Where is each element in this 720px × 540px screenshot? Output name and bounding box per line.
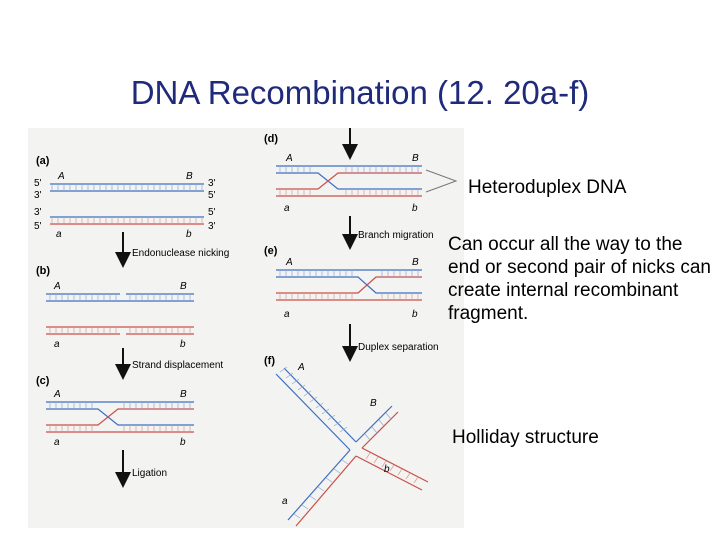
allele-a-e: a	[284, 309, 290, 320]
allele-b-f: b	[384, 464, 390, 475]
holliday-note: Holliday structure	[452, 427, 599, 448]
allele-b-b: b	[180, 339, 186, 350]
panel-a-label: (a)	[36, 155, 50, 167]
allele-A-f: A	[297, 362, 305, 373]
allele-a-f: a	[282, 496, 288, 507]
panel-d-label: (d)	[264, 133, 278, 145]
panel-d-duplexes	[276, 165, 422, 197]
panel-c-basepairs	[49, 402, 191, 409]
branch-migration-note: Can occur all the way to the end or seco…	[448, 234, 711, 324]
allele-a-d: a	[284, 203, 290, 214]
allele-B-c: B	[180, 389, 187, 400]
allele-b-d: b	[412, 203, 418, 214]
step-branch-migration: Branch migration	[358, 230, 434, 241]
allele-b-c: b	[180, 437, 186, 448]
strand-end-upper-mid-right: 5'	[208, 190, 216, 201]
allele-b-a: b	[186, 229, 192, 240]
allele-a-b: a	[54, 339, 60, 350]
allele-B-f: B	[370, 398, 377, 409]
allele-A-a: A	[57, 171, 65, 182]
panel-a-duplexes	[50, 183, 204, 225]
allele-a-c: a	[54, 437, 60, 448]
panel-d-basepairs	[279, 166, 419, 173]
panel-e-duplexes	[276, 269, 422, 301]
holliday-cross	[275, 367, 429, 527]
allele-A-b: A	[53, 281, 61, 292]
strand-end-bottom-left: 5'	[34, 221, 42, 232]
recombination-diagram: (a) 5' 3' 3' 5' 3' 5' 5' 3' A B a b Endo…	[34, 128, 458, 527]
step-strand-displacement: Strand displacement	[132, 360, 223, 371]
allele-A-e: A	[285, 257, 293, 268]
allele-b-e: b	[412, 309, 418, 320]
allele-B-d: B	[412, 153, 419, 164]
panel-b-basepairs	[49, 294, 191, 301]
step-ligation: Ligation	[132, 468, 167, 479]
panel-e-label: (e)	[264, 245, 278, 257]
panel-a-basepairs-red	[51, 217, 203, 224]
panel-c-label: (c)	[36, 375, 50, 387]
panel-a-basepairs	[51, 184, 203, 191]
heteroduplex-note: Heteroduplex DNA	[468, 177, 627, 198]
recombination-figure: (a) 5' 3' 3' 5' 3' 5' 5' 3' A B a b Endo…	[28, 128, 464, 528]
allele-B-b: B	[180, 281, 187, 292]
allele-B-e: B	[412, 257, 419, 268]
panel-f-label: (f)	[264, 355, 275, 367]
allele-B-a: B	[186, 171, 193, 182]
strand-end-top-right: 3'	[208, 178, 216, 189]
strand-end-upper-mid-left: 3'	[34, 190, 42, 201]
strand-end-bottom-right: 3'	[208, 221, 216, 232]
heteroduplex-pointer	[425, 169, 458, 193]
holliday-basepairs	[279, 366, 392, 519]
panel-d-basepairs-red	[279, 189, 419, 196]
step-duplex-separation: Duplex separation	[358, 342, 439, 353]
allele-a-a: a	[56, 229, 62, 240]
step-endonuclease: Endonuclease nicking	[132, 248, 229, 259]
panel-e-basepairs-red	[279, 293, 419, 300]
holliday-basepairs-red	[365, 452, 419, 484]
panel-e-basepairs	[279, 270, 419, 277]
allele-A-d: A	[285, 153, 293, 164]
panel-b-label: (b)	[36, 265, 50, 277]
page-title: DNA Recombination (12. 20a-f)	[130, 74, 590, 111]
strand-end-lower-mid-left: 3'	[34, 207, 42, 218]
strand-end-lower-mid-right: 5'	[208, 207, 216, 218]
panel-b-basepairs-red	[49, 327, 191, 334]
panel-c-duplexes	[46, 401, 194, 433]
allele-A-c: A	[53, 389, 61, 400]
panel-c-basepairs-red	[49, 425, 191, 432]
strand-end-top-left: 5'	[34, 178, 42, 189]
